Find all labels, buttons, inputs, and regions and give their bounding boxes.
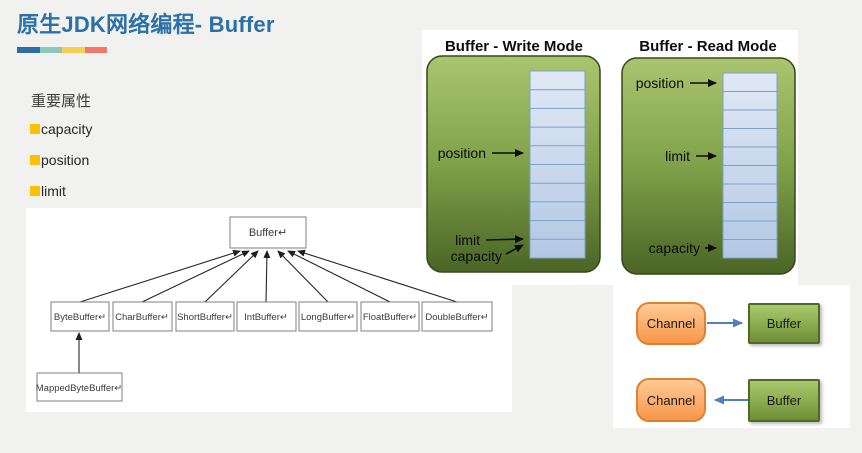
accent-segment-blue	[17, 47, 40, 53]
arrow-left-icon	[714, 395, 749, 405]
write-capacity-arrow	[505, 244, 524, 255]
list-item-capacity: capacity	[30, 120, 92, 138]
inheritance-arrow	[277, 250, 329, 303]
channel-box: Channel	[636, 378, 706, 422]
bullet-square-icon	[30, 155, 40, 165]
attributes-heading: 重要属性	[31, 93, 92, 110]
bullet-square-icon	[30, 186, 40, 196]
buffer-modes-diagram: Buffer - Write Mode Buffer - Read Mode p…	[426, 38, 796, 275]
accent-segment-teal	[39, 47, 62, 53]
read-position-label: position	[636, 75, 684, 91]
class-boxes	[36, 216, 493, 402]
write-mode-pointer-arrows	[485, 149, 524, 255]
read-capacity-label: capacity	[649, 240, 700, 256]
inheritance-arrow	[297, 249, 458, 303]
class-label-intbuffer: IntBuffer↵	[244, 312, 288, 323]
inheritance-arrow	[79, 249, 241, 303]
list-item-label: position	[41, 152, 90, 168]
accent-bar	[17, 47, 107, 53]
buffer-box: Buffer	[748, 379, 820, 422]
read-mode-cell-dividers	[723, 91, 777, 240]
write-limit-label: limit	[455, 232, 480, 248]
inheritance-arrows	[75, 249, 458, 373]
write-capacity-label: capacity	[451, 248, 502, 264]
channel-label: Channel	[646, 316, 696, 331]
class-label-charbuffer: CharBuffer↵	[115, 312, 169, 323]
list-item-label: limit	[41, 183, 66, 199]
buffer-modes-panel: Buffer - Write Mode Buffer - Read Mode p…	[422, 30, 798, 285]
class-box-floatbuffer	[360, 301, 420, 332]
channel-buffer-flow-panel: Channel Buffer Channel Buffer	[613, 285, 850, 428]
list-item-position: position	[30, 151, 92, 169]
write-mode-cell-dividers	[530, 89, 585, 240]
class-box-mappedbytebuffer	[36, 372, 123, 402]
class-box-doublebuffer	[421, 301, 493, 332]
bullet-square-icon	[30, 124, 40, 134]
channel-box: Channel	[636, 302, 706, 345]
class-labels: Buffer↵ ByteBuffer↵ CharBuffer↵ ShortBuf…	[36, 227, 489, 394]
inheritance-arrow	[204, 250, 259, 303]
inheritance-arrow	[287, 250, 391, 303]
write-mode-title: Buffer - Write Mode	[445, 38, 583, 55]
write-mode-labels: position limit capacity	[438, 145, 502, 264]
class-box-longbuffer	[298, 301, 358, 332]
buffer-label: Buffer	[766, 393, 802, 408]
inheritance-arrow	[141, 250, 250, 303]
read-mode-labels: position limit capacity	[636, 75, 700, 256]
list-item-label: capacity	[41, 121, 93, 137]
class-label-longbuffer: LongBuffer↵	[301, 312, 355, 323]
write-position-label: position	[438, 145, 486, 161]
buffer-label: Buffer	[766, 316, 802, 331]
class-label-buffer: Buffer↵	[249, 227, 287, 239]
class-label-mappedbytebuffer: MappedByteBuffer↵	[36, 383, 122, 394]
arrow-right-icon	[707, 318, 743, 328]
class-label-floatbuffer: FloatBuffer↵	[363, 312, 417, 323]
read-mode-title: Buffer - Read Mode	[639, 38, 777, 55]
accent-segment-yellow	[62, 47, 85, 53]
accent-segment-coral	[84, 47, 107, 53]
class-box-bytebuffer	[50, 301, 110, 332]
class-box-shortbuffer	[175, 301, 235, 332]
buffer-box: Buffer	[748, 303, 820, 344]
page-title: 原生JDK网络编程- Buffer	[17, 12, 275, 37]
class-box-charbuffer	[112, 301, 173, 332]
class-label-shortbuffer: ShortBuffer↵	[177, 312, 233, 323]
write-limit-arrow	[485, 235, 524, 244]
class-label-bytebuffer: ByteBuffer↵	[54, 312, 106, 323]
attributes-list: capacity position limit	[30, 120, 92, 213]
channel-label: Channel	[646, 392, 696, 408]
class-label-doublebuffer: DoubleBuffer↵	[425, 312, 488, 323]
class-box-buffer	[229, 216, 307, 249]
class-hierarchy-diagram: Buffer↵ ByteBuffer↵ CharBuffer↵ ShortBuf…	[36, 216, 493, 402]
inheritance-arrow	[263, 250, 271, 303]
list-item-limit: limit	[30, 182, 92, 200]
read-limit-label: limit	[665, 148, 690, 164]
class-box-intbuffer	[236, 301, 297, 332]
read-mode-pointer-arrows	[690, 79, 717, 252]
